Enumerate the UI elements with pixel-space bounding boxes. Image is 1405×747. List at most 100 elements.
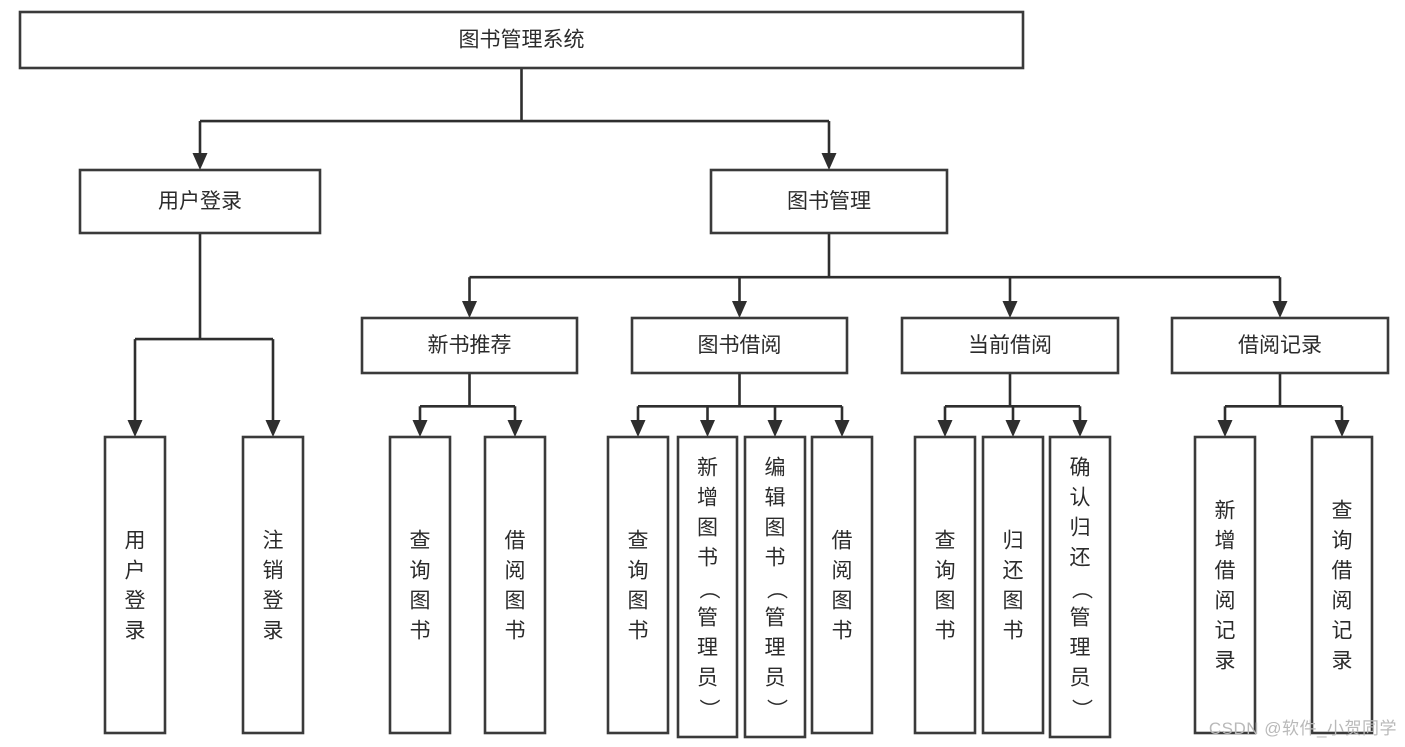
node-label-char: 录 bbox=[125, 620, 146, 643]
node-label-char: （ bbox=[1069, 579, 1092, 600]
connector-group-l2_2 bbox=[937, 373, 1088, 437]
node-label-char: 阅 bbox=[1332, 590, 1353, 613]
node-l2_1[interactable]: 图书借阅 bbox=[630, 316, 849, 375]
node-label-char: 理 bbox=[697, 637, 718, 660]
connector-group-l2_0 bbox=[412, 373, 523, 437]
node-label-char: 图 bbox=[628, 590, 649, 613]
node-label-char: ） bbox=[1069, 699, 1092, 720]
node-label-char: 录 bbox=[1332, 650, 1353, 673]
node-root[interactable]: 图书管理系统 bbox=[18, 10, 1025, 70]
connector-group-l1_0 bbox=[127, 233, 281, 437]
node-label-char: 员 bbox=[697, 667, 718, 690]
node-label-char: 员 bbox=[765, 667, 786, 690]
node-label-char: 借 bbox=[1332, 560, 1353, 583]
node-box bbox=[913, 435, 977, 735]
node-l2_0[interactable]: 新书推荐 bbox=[360, 316, 579, 375]
node-label-char: 借 bbox=[1215, 560, 1236, 583]
node-label-char: 借 bbox=[505, 530, 526, 553]
node-label-char: 登 bbox=[125, 590, 146, 613]
node-label-char: 书 bbox=[697, 547, 718, 570]
node-label-char: 图 bbox=[935, 590, 956, 613]
node-label-char: 户 bbox=[125, 560, 146, 583]
node-label-char: 书 bbox=[935, 620, 956, 643]
node-label: 新书推荐 bbox=[428, 334, 512, 357]
node-label-char: 书 bbox=[505, 620, 526, 643]
node-label-char: 销 bbox=[263, 560, 284, 583]
arrow-head-icon bbox=[265, 420, 281, 437]
node-label-char: 书 bbox=[628, 620, 649, 643]
node-box bbox=[630, 316, 849, 375]
arrow-head-icon bbox=[700, 420, 715, 437]
node-box bbox=[1048, 435, 1112, 739]
node-label-char: 归 bbox=[1070, 517, 1091, 540]
node-label-char: 借 bbox=[832, 530, 853, 553]
node-label-char: 新 bbox=[697, 457, 718, 480]
node-box bbox=[1193, 435, 1257, 735]
node-box bbox=[709, 168, 949, 235]
node-label-char: 管 bbox=[1070, 607, 1091, 630]
node-label-char: 归 bbox=[1003, 530, 1024, 553]
node-l1_1[interactable]: 图书管理 bbox=[709, 168, 949, 235]
node-label-char: 理 bbox=[765, 637, 786, 660]
node-box bbox=[900, 316, 1120, 375]
arrow-head-icon bbox=[937, 420, 953, 437]
arrow-head-icon bbox=[412, 420, 428, 437]
node-label-char: 编 bbox=[765, 457, 786, 480]
node-label-char: 图 bbox=[765, 517, 786, 540]
node-box bbox=[1310, 435, 1374, 735]
arrow-head-icon bbox=[1272, 301, 1288, 318]
node-box bbox=[360, 316, 579, 375]
node-label-char: 管 bbox=[765, 607, 786, 630]
node-label-char: 管 bbox=[697, 607, 718, 630]
node-label-char: 录 bbox=[1215, 650, 1236, 673]
node-label-char: 记 bbox=[1332, 620, 1353, 643]
node-label-char: 还 bbox=[1070, 547, 1091, 570]
node-label: 图书借阅 bbox=[698, 334, 782, 357]
connector-layer bbox=[127, 68, 1350, 437]
node-label-char: 询 bbox=[935, 560, 956, 583]
node-label-char: 书 bbox=[765, 547, 786, 570]
node-label-char: 图 bbox=[505, 590, 526, 613]
node-label-char: 登 bbox=[263, 590, 284, 613]
node-box bbox=[1170, 316, 1390, 375]
node-box bbox=[103, 435, 167, 735]
node-l2_3[interactable]: 借阅记录 bbox=[1170, 316, 1390, 375]
node-label-char: 增 bbox=[1215, 530, 1236, 553]
arrow-head-icon bbox=[630, 420, 646, 437]
node-label-char: 增 bbox=[697, 487, 718, 510]
node-l1_0[interactable]: 用户登录 bbox=[78, 168, 322, 235]
node-l2_2[interactable]: 当前借阅 bbox=[900, 316, 1120, 375]
node-box bbox=[981, 435, 1045, 735]
node-label-char: 图 bbox=[832, 590, 853, 613]
connector-group-l1_1 bbox=[462, 233, 1288, 318]
arrow-head-icon bbox=[1002, 301, 1018, 318]
arrow-head-icon bbox=[127, 420, 143, 437]
node-box bbox=[18, 10, 1025, 70]
node-label-char: （ bbox=[697, 579, 720, 600]
node-label-char: ） bbox=[764, 699, 787, 720]
node-label-char: ） bbox=[697, 699, 720, 720]
node-label-char: 注 bbox=[263, 530, 284, 553]
arrow-head-icon bbox=[462, 301, 477, 318]
arrow-head-icon bbox=[821, 153, 837, 170]
arrow-head-icon bbox=[1072, 420, 1088, 437]
node-label-char: 阅 bbox=[832, 560, 853, 583]
node-box bbox=[743, 435, 807, 739]
connector-group-root bbox=[192, 68, 837, 170]
node-leaf_0[interactable]: 用户登录 bbox=[103, 435, 167, 735]
node-label-char: 确 bbox=[1070, 457, 1091, 480]
